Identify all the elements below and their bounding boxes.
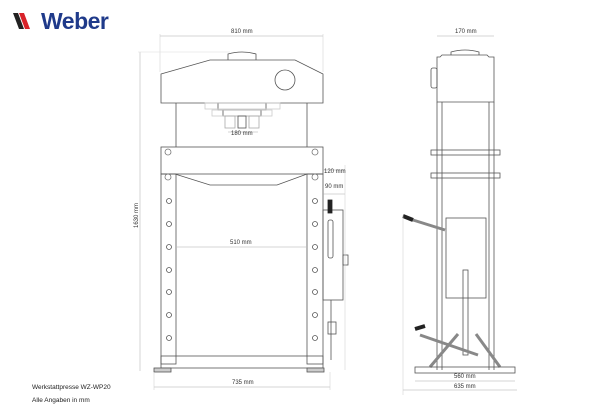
dim-inner-width: 510 mm (230, 240, 252, 246)
logo-stripes-icon (13, 13, 30, 29)
caption-title: Werkstattpresse WZ-WP20 (32, 384, 111, 391)
dim-side-top: 170 mm (455, 29, 477, 35)
dim-piston: 180 mm (231, 131, 253, 137)
dim-foot-inner: 560 mm (454, 374, 476, 380)
dim-height: 1630 mm (134, 202, 140, 228)
dim-base-width: 735 mm (232, 380, 254, 386)
dim-bolster: 120 mm (324, 169, 346, 175)
dim-foot-outer: 635 mm (454, 384, 476, 390)
dim-width-top: 810 mm (231, 29, 253, 35)
caption-note: Alle Angaben in mm (32, 397, 90, 404)
brand-name: Weber (41, 7, 109, 34)
brand-logo: Weber (13, 7, 109, 34)
dim-pump: 90 mm (325, 184, 344, 190)
